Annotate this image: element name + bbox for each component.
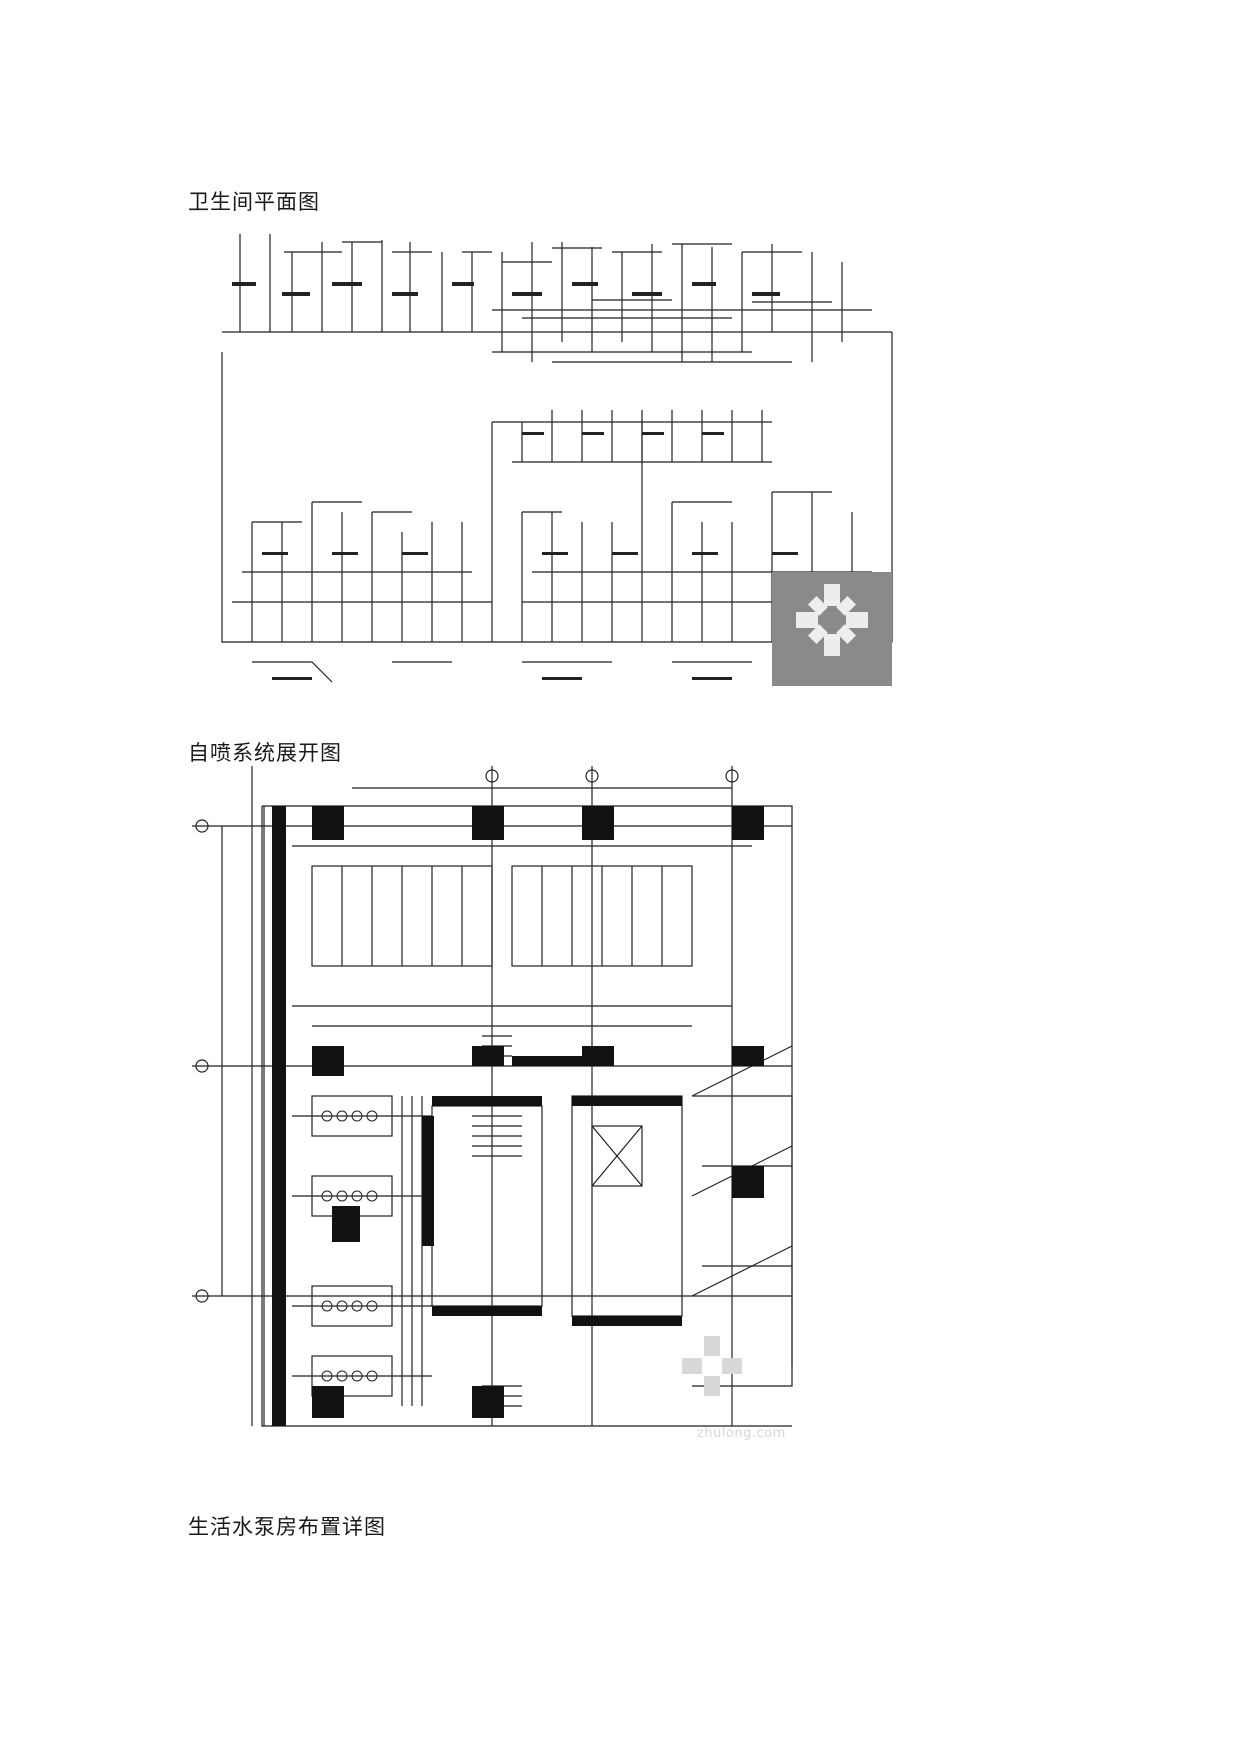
- toilet-plan-svg: [221, 234, 893, 686]
- watermark-text: zhulong.com: [697, 1426, 786, 1441]
- figure-caption-toilet-plan: 卫生间平面图: [188, 190, 320, 214]
- zhulong-logo-icon: [772, 572, 892, 686]
- toilet-plan-drawing: zhulong.com: [192, 222, 928, 734]
- sprinkler-system-drawing: zhulong.com: [192, 766, 828, 1480]
- watermark-text: zhulong.com: [799, 688, 888, 703]
- zhulong-logo-icon: [682, 1336, 742, 1396]
- figure-caption-pump-room: 生活水泵房布置详图: [188, 1515, 386, 1539]
- floor-plan-svg: [192, 766, 793, 1427]
- figure-caption-sprinkler-system: 自喷系统展开图: [188, 741, 342, 765]
